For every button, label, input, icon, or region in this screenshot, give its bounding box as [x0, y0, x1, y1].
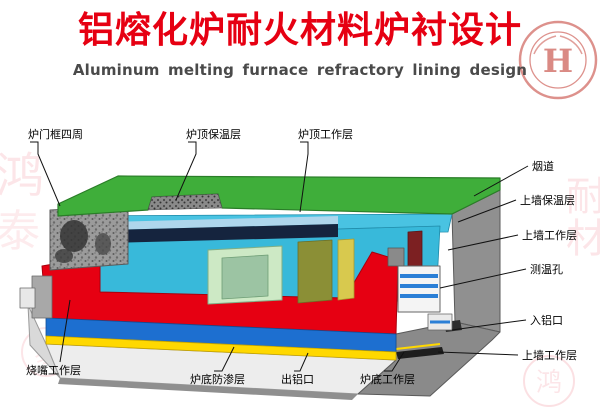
brand-logo: H	[518, 20, 598, 100]
label-flue: 烟道	[532, 160, 554, 173]
burner-port	[55, 249, 73, 263]
label-roof-insulation-layer: 炉顶保温层	[186, 128, 241, 141]
temp-hole-box	[397, 265, 441, 313]
watermark-char: 鸿	[536, 368, 562, 398]
door-opening-inner	[221, 254, 269, 300]
brand-logo-letter: H	[543, 42, 573, 80]
right-base	[357, 321, 501, 397]
page-subtitle: Aluminum melting furnace refractory lini…	[72, 61, 528, 80]
right-outer-wall	[451, 189, 501, 333]
roof-insulation-patch	[147, 193, 223, 211]
watermark-char: 材	[566, 216, 600, 262]
header: 铝熔化炉耐火材料炉衬设计 Aluminum melting furnace re…	[0, 10, 600, 79]
watermark-char: 鸿	[0, 148, 44, 204]
yellow-wall-block	[337, 238, 355, 301]
furnace-body	[19, 175, 501, 400]
temp-hole-bracket	[387, 247, 405, 267]
watermark-char: 耐	[566, 174, 600, 220]
label-furnace-bottom-seepage-layer: 炉底防渗层	[190, 373, 245, 386]
label-upper-wall-working-layer-2: 上墙工作层	[522, 349, 577, 362]
olive-wall-block	[297, 239, 333, 304]
label-aluminum-outlet: 出铝口	[281, 373, 314, 386]
label-burner-working-layer: 烧嘴工作层	[26, 364, 81, 377]
bottom-working-dark-layer	[396, 347, 444, 359]
burner-port	[95, 233, 111, 255]
label-aluminum-inlet: 入铝口	[530, 314, 563, 327]
label-temperature-measuring-hole: 测温孔	[530, 263, 563, 276]
bottom-yellow-layer	[45, 335, 397, 361]
door-lintel	[108, 224, 338, 243]
burner-port	[60, 220, 88, 252]
leader-lines	[30, 141, 529, 372]
label-furnace-door-frame: 炉门框四周	[28, 128, 83, 141]
watermark-char: 泰	[0, 206, 40, 257]
label-upper-wall-insulation-layer: 上墙保温层	[520, 194, 575, 207]
roof-top	[57, 175, 501, 217]
label-upper-wall-working-layer-1: 上墙工作层	[522, 229, 577, 242]
label-roof-working-layer: 炉顶工作层	[298, 128, 353, 141]
door-lintel-top	[108, 216, 338, 230]
base-bottom-edge	[58, 378, 358, 400]
page-title: 铝熔化炉耐火材料炉衬设计	[77, 10, 522, 51]
label-furnace-bottom-working-layer: 炉底工作层	[360, 373, 415, 386]
left-fitting	[19, 287, 36, 309]
